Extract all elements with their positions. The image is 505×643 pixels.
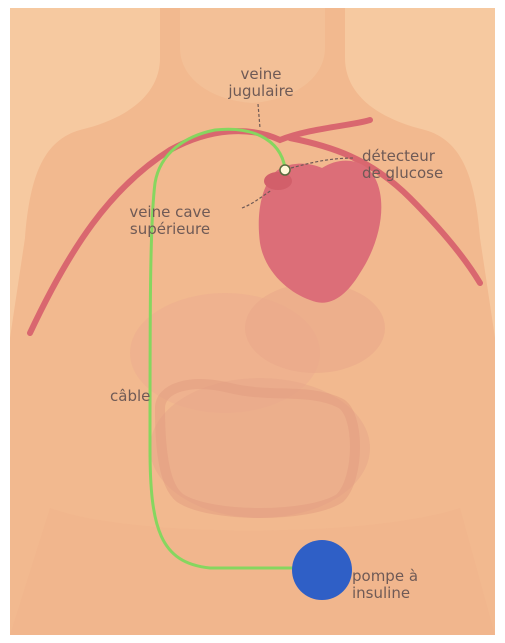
insulin-pump — [292, 540, 352, 600]
label-insulin-pump: pompe à insuline — [352, 568, 472, 602]
label-jugular-vein: veine jugulaire — [206, 66, 316, 100]
label-superior-vena-cava: veine cave supérieure — [100, 204, 240, 238]
anatomy-diagram: veine jugulaire détecteur de glucose vei… — [10, 8, 495, 635]
diagram-drawing — [10, 8, 495, 635]
label-cable: câble — [110, 388, 190, 405]
glucose-detector — [280, 165, 290, 175]
label-glucose-detector: détecteur de glucose — [362, 148, 492, 182]
